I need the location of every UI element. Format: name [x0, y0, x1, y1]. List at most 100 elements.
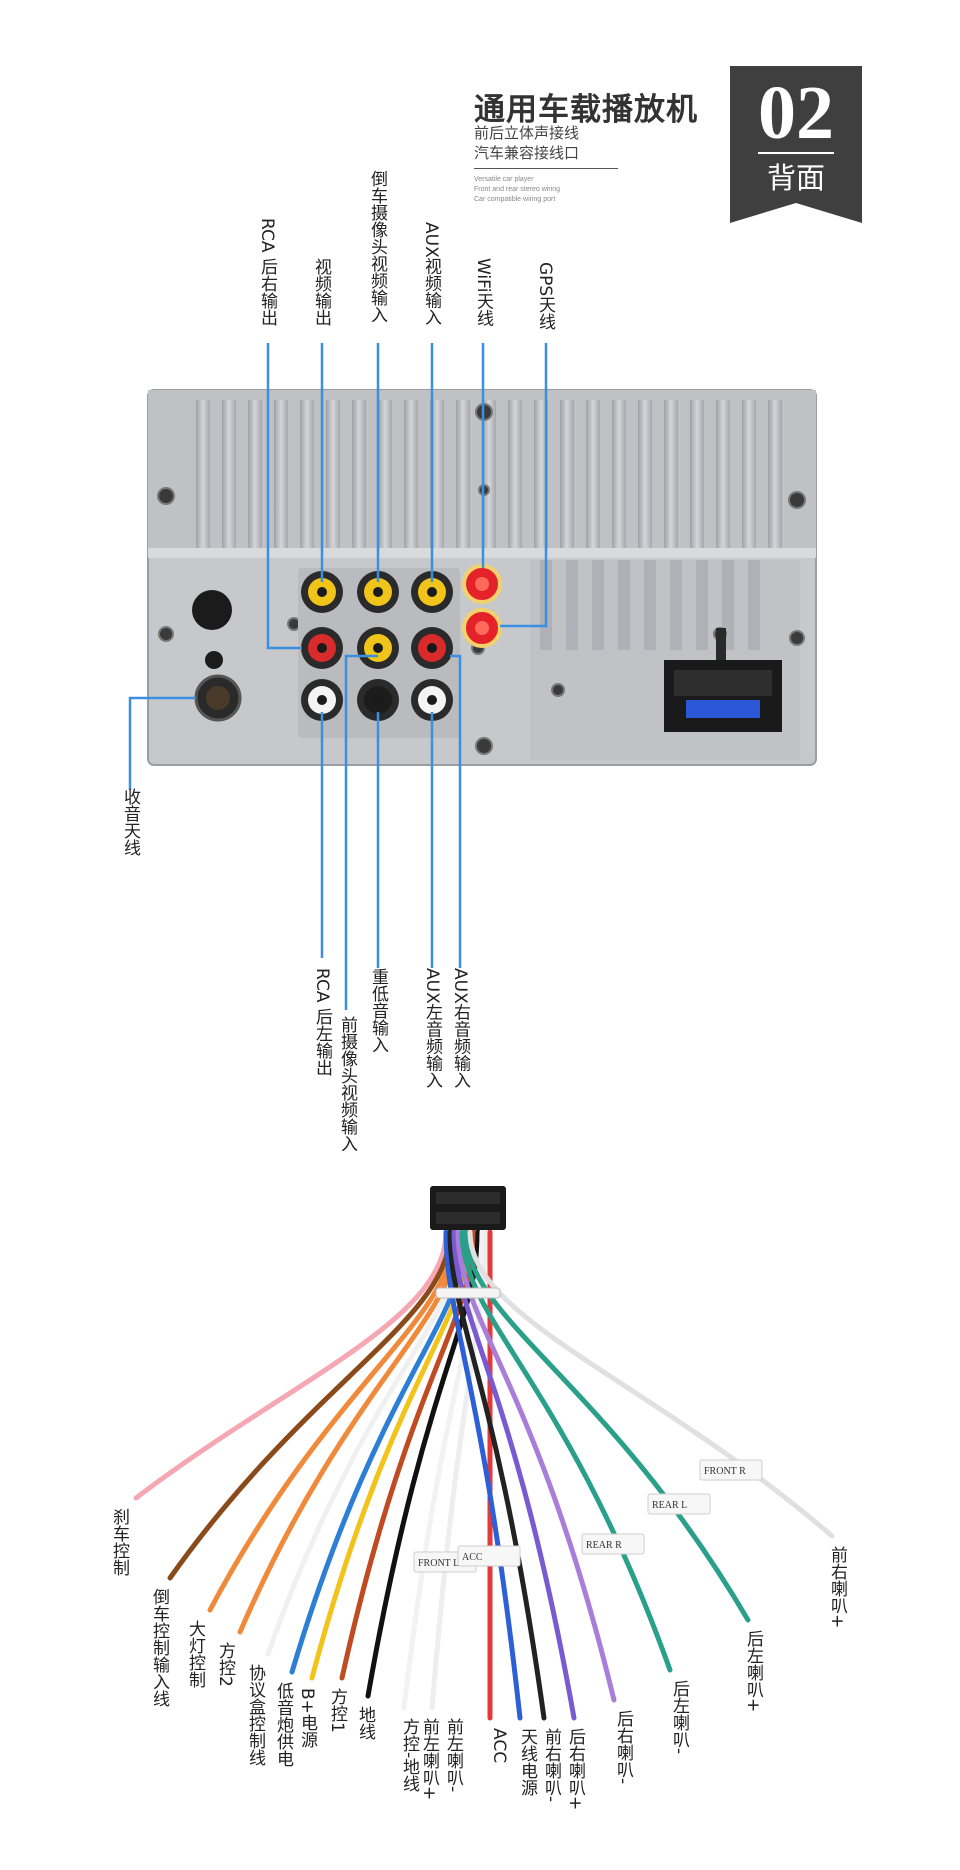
rca-jack-pin: [373, 695, 383, 705]
wire-tag: [699, 1459, 763, 1481]
harness-wire: [459, 1229, 673, 1673]
label-subwoofer-power: 低音炮供电: [273, 1682, 293, 1767]
wire-tag: [457, 1545, 521, 1567]
heatsink-fin: [592, 560, 604, 650]
heatsink-fin: [742, 400, 756, 548]
label-rear-left-speaker-plus: 后左喇叭+: [743, 1630, 763, 1713]
label-front-left-speaker-plus: 前左喇叭+: [419, 1718, 439, 1801]
label-reverse-camera-input: 倒车摄像头视频输入: [367, 170, 387, 323]
harness-wire: [443, 1229, 523, 1721]
heatsink-fin: [508, 400, 522, 548]
badge-divider: [758, 152, 834, 154]
harness-wire: [455, 1229, 617, 1703]
label-protocol-box-control: 协议盒控制线: [245, 1664, 265, 1766]
section-label: 背面: [766, 161, 825, 195]
label-gps-antenna: GPS天线: [535, 262, 555, 331]
heatsink-fin: [378, 400, 392, 548]
title-divider: [474, 168, 618, 169]
label-battery-power: B+电源: [297, 1688, 317, 1748]
harness-wire: [167, 1229, 453, 1581]
heatsink-fin: [690, 400, 704, 548]
wire-tag-label: REAR L: [652, 1500, 687, 1511]
harness-wire: [463, 1229, 751, 1623]
heatsink-fin: [456, 400, 470, 548]
heatsink-fin: [560, 400, 574, 548]
heatsink-fin: [352, 400, 366, 548]
label-acc: ACC: [489, 1728, 509, 1764]
label-video-output: 视频输出: [311, 258, 331, 326]
rca-jack-pin: [373, 587, 383, 597]
heatsink-fin: [696, 560, 708, 650]
label-aux-video-input: AUX视频输入: [421, 222, 441, 326]
label-aux-right-audio-input: AUX右音频输入: [450, 968, 470, 1089]
label-subwoofer-input: 重低音输入: [368, 968, 388, 1053]
rca-jack-pin: [427, 587, 437, 597]
label-rca-rear-left-output: RCA 后左输出: [312, 968, 332, 1076]
label-brake-control: 刹车控制: [109, 1508, 129, 1576]
heatsink-fin: [670, 560, 682, 650]
label-front-left-speaker-minus: 前左喇叭-: [443, 1718, 463, 1793]
heatsink-fin: [638, 400, 652, 548]
label-reverse-control-input: 倒车控制输入线: [149, 1588, 169, 1707]
heatsink-fin: [644, 560, 656, 650]
rca-jack-pin: [427, 695, 437, 705]
heatsink-fin: [586, 400, 600, 548]
label-wifi-antenna: WiFi天线: [473, 258, 493, 327]
heatsink-fin: [326, 400, 340, 548]
label-rear-right-speaker-minus: 后右喇叭-: [613, 1710, 633, 1785]
label-rca-rear-right-output: RCA 后右输出: [257, 218, 277, 326]
label-rear-right-speaker-plus: 后右喇叭+: [565, 1728, 585, 1811]
heatsink-fin: [534, 400, 548, 548]
label-headlight-control: 大灯控制: [185, 1620, 205, 1688]
label-radio-antenna: 收音天线: [120, 788, 140, 856]
heatsink-fin: [716, 400, 730, 548]
harness-wire: [451, 1229, 577, 1721]
rca-jack-pin: [373, 643, 383, 653]
heatsink-fin: [248, 400, 262, 548]
label-rear-left-speaker-minus: 后左喇叭-: [669, 1680, 689, 1755]
section-badge: [730, 66, 862, 223]
heatsink-fin: [482, 400, 496, 548]
label-antenna-power: 天线电源: [517, 1728, 537, 1796]
harness-wire: [133, 1229, 449, 1501]
heatsink-fin: [404, 400, 418, 548]
heatsink-fin: [196, 400, 210, 548]
heatsink-fin: [566, 560, 578, 650]
heatsink-fin: [300, 400, 314, 548]
heatsink-fin: [430, 400, 444, 548]
english-line-1: Versatile car player: [474, 176, 534, 183]
rca-jack-pin: [317, 587, 327, 597]
label-steering-control-2: 方控2: [215, 1642, 235, 1687]
harness-wire: [339, 1229, 477, 1681]
rca-jack-pin: [427, 643, 437, 653]
heatsink-fin: [618, 560, 630, 650]
subtitle-port: 汽车兼容接线口: [474, 144, 580, 162]
cable-tie: [435, 1287, 501, 1299]
heatsink-fin: [748, 560, 760, 650]
label-steering-control-1: 方控1: [327, 1688, 347, 1733]
section-number: 02: [758, 71, 834, 155]
page-title: 通用车载播放机: [474, 92, 698, 128]
heatsink-fin: [612, 400, 626, 548]
rca-jack-pin: [317, 643, 327, 653]
heatsink-fin: [768, 400, 782, 548]
heatsink-fin: [274, 400, 288, 548]
label-steering-ground: 方控-地线: [399, 1718, 419, 1793]
rca-jack-pin: [317, 695, 327, 705]
english-line-2: Front and rear stereo wiring: [474, 186, 560, 193]
english-line-3: Car compatible wiring port: [474, 196, 556, 203]
label-ground: 地线: [355, 1706, 375, 1740]
wire-tag: [647, 1493, 711, 1515]
wire-tag-label: REAR R: [586, 1540, 622, 1551]
wire-tag: [581, 1533, 645, 1555]
label-aux-left-audio-input: AUX左音频输入: [422, 968, 442, 1089]
heatsink-fin: [664, 400, 678, 548]
label-front-right-speaker-minus: 前右喇叭-: [541, 1728, 561, 1803]
wire-tag-label: FRONT LG: [418, 1558, 466, 1569]
wire-tag-label: FRONT R: [704, 1466, 746, 1477]
wire-tag-label: ACC: [462, 1552, 483, 1563]
heatsink-fin: [222, 400, 236, 548]
label-front-right-speaker-plus: 前右喇叭+: [827, 1546, 847, 1629]
label-front-camera-input: 前摄像头视频输入: [337, 1016, 357, 1152]
